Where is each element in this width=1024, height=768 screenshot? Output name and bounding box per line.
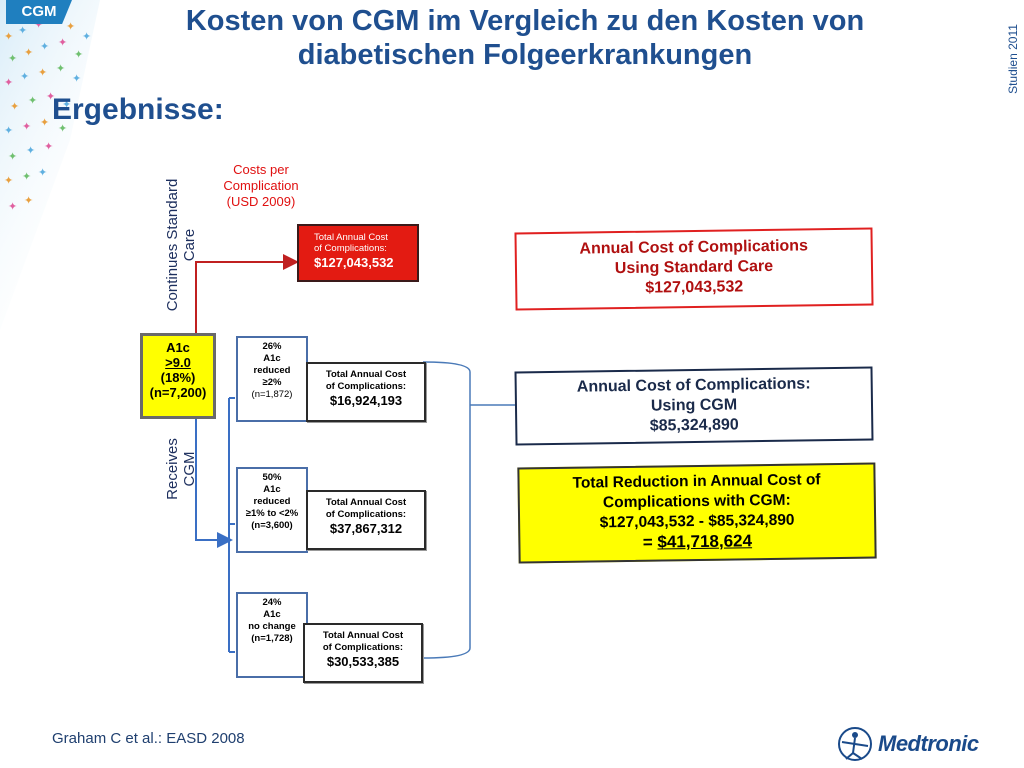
- svg-text:✦: ✦: [22, 120, 31, 133]
- group-box-3: 24% A1c no change (n=1,728): [236, 592, 308, 678]
- svg-text:✦: ✦: [40, 40, 49, 53]
- svg-text:✦: ✦: [66, 20, 75, 33]
- svg-text:✦: ✦: [72, 72, 81, 85]
- group-cost-box-1: Total Annual Cost of Complications: $16,…: [306, 362, 426, 422]
- svg-text:✦: ✦: [38, 166, 47, 179]
- svg-text:✦: ✦: [38, 66, 47, 79]
- svg-text:✦: ✦: [24, 46, 33, 59]
- medtronic-figure-icon: [838, 727, 872, 761]
- svg-text:✦: ✦: [34, 18, 43, 31]
- svg-text:✦: ✦: [4, 30, 13, 43]
- side-label: Studien 2011: [1000, 20, 1024, 110]
- svg-text:✦: ✦: [8, 52, 17, 65]
- svg-text:✦: ✦: [20, 70, 29, 83]
- svg-text:✦: ✦: [46, 90, 55, 103]
- branch-standard-label: Continues Standard Care: [164, 178, 198, 312]
- group-box-2: 50% A1c reduced ≥1% to <2% (n=3,600): [236, 467, 308, 553]
- group-box-1: 26% A1c reduced ≥2% (n=1,872): [236, 336, 308, 422]
- svg-text:✦: ✦: [18, 24, 27, 37]
- svg-text:✦: ✦: [8, 150, 17, 163]
- summary-cgm-box: Annual Cost of Complications: Using CGM …: [514, 366, 874, 446]
- title-line-1: Kosten von CGM im Vergleich zu den Koste…: [185, 5, 865, 37]
- group-cost-box-2: Total Annual Cost of Complications: $37,…: [306, 490, 426, 550]
- summary-standard-care-box: Annual Cost of Complications Using Stand…: [514, 227, 874, 311]
- costs-per-complication-label: Costs per Complication (USD 2009): [223, 162, 299, 209]
- svg-text:✦: ✦: [10, 100, 19, 113]
- svg-text:✦: ✦: [4, 76, 13, 89]
- svg-text:✦: ✦: [56, 62, 65, 75]
- svg-text:✦: ✦: [8, 200, 17, 213]
- medtronic-logo: Medtronic: [836, 725, 1018, 763]
- svg-text:✦: ✦: [58, 36, 67, 49]
- svg-text:✦: ✦: [74, 48, 83, 61]
- svg-text:✦: ✦: [44, 140, 53, 153]
- cgm-tab: CGM: [6, 0, 72, 24]
- standard-care-cost-box: Total Annual Cost of Complications: $127…: [297, 224, 419, 282]
- svg-text:✦: ✦: [22, 170, 31, 183]
- svg-text:✦: ✦: [24, 194, 33, 207]
- svg-text:✦: ✦: [26, 144, 35, 157]
- svg-text:✦: ✦: [4, 124, 13, 137]
- total-reduction-box: Total Reduction in Annual Cost of Compli…: [517, 462, 877, 564]
- svg-text:✦: ✦: [58, 122, 67, 135]
- svg-text:✦: ✦: [4, 174, 13, 187]
- branch-cgm-label: Receives CGM: [164, 438, 198, 500]
- svg-text:✦: ✦: [82, 30, 91, 43]
- group-cost-box-3: Total Annual Cost of Complications: $30,…: [303, 623, 423, 683]
- a1c-population-box: A1c >9.0 (18%) (n=7,200): [140, 333, 216, 419]
- svg-text:✦: ✦: [28, 94, 37, 107]
- svg-text:✦: ✦: [62, 98, 71, 111]
- svg-text:✦: ✦: [40, 116, 49, 129]
- results-heading: Ergebnisse:: [52, 93, 224, 126]
- star-pattern-decoration: ✦ ✦ ✦ ✦ ✦ ✦ ✦ ✦ ✦ ✦ ✦ ✦ ✦ ✦ ✦ ✦ ✦ ✦ ✦ ✦ …: [0, 0, 100, 330]
- slide-title: Kosten von CGM im Vergleich zu den Koste…: [110, 4, 940, 72]
- side-label-text: Studien 2011: [1006, 24, 1020, 94]
- reduction-result: = $41,718,624: [642, 531, 753, 552]
- title-line-2: diabetischen Folgeerkrankungen: [297, 39, 753, 71]
- logo-wordmark: Medtronic: [878, 731, 979, 756]
- citation: Graham C et al.: EASD 2008: [52, 730, 245, 747]
